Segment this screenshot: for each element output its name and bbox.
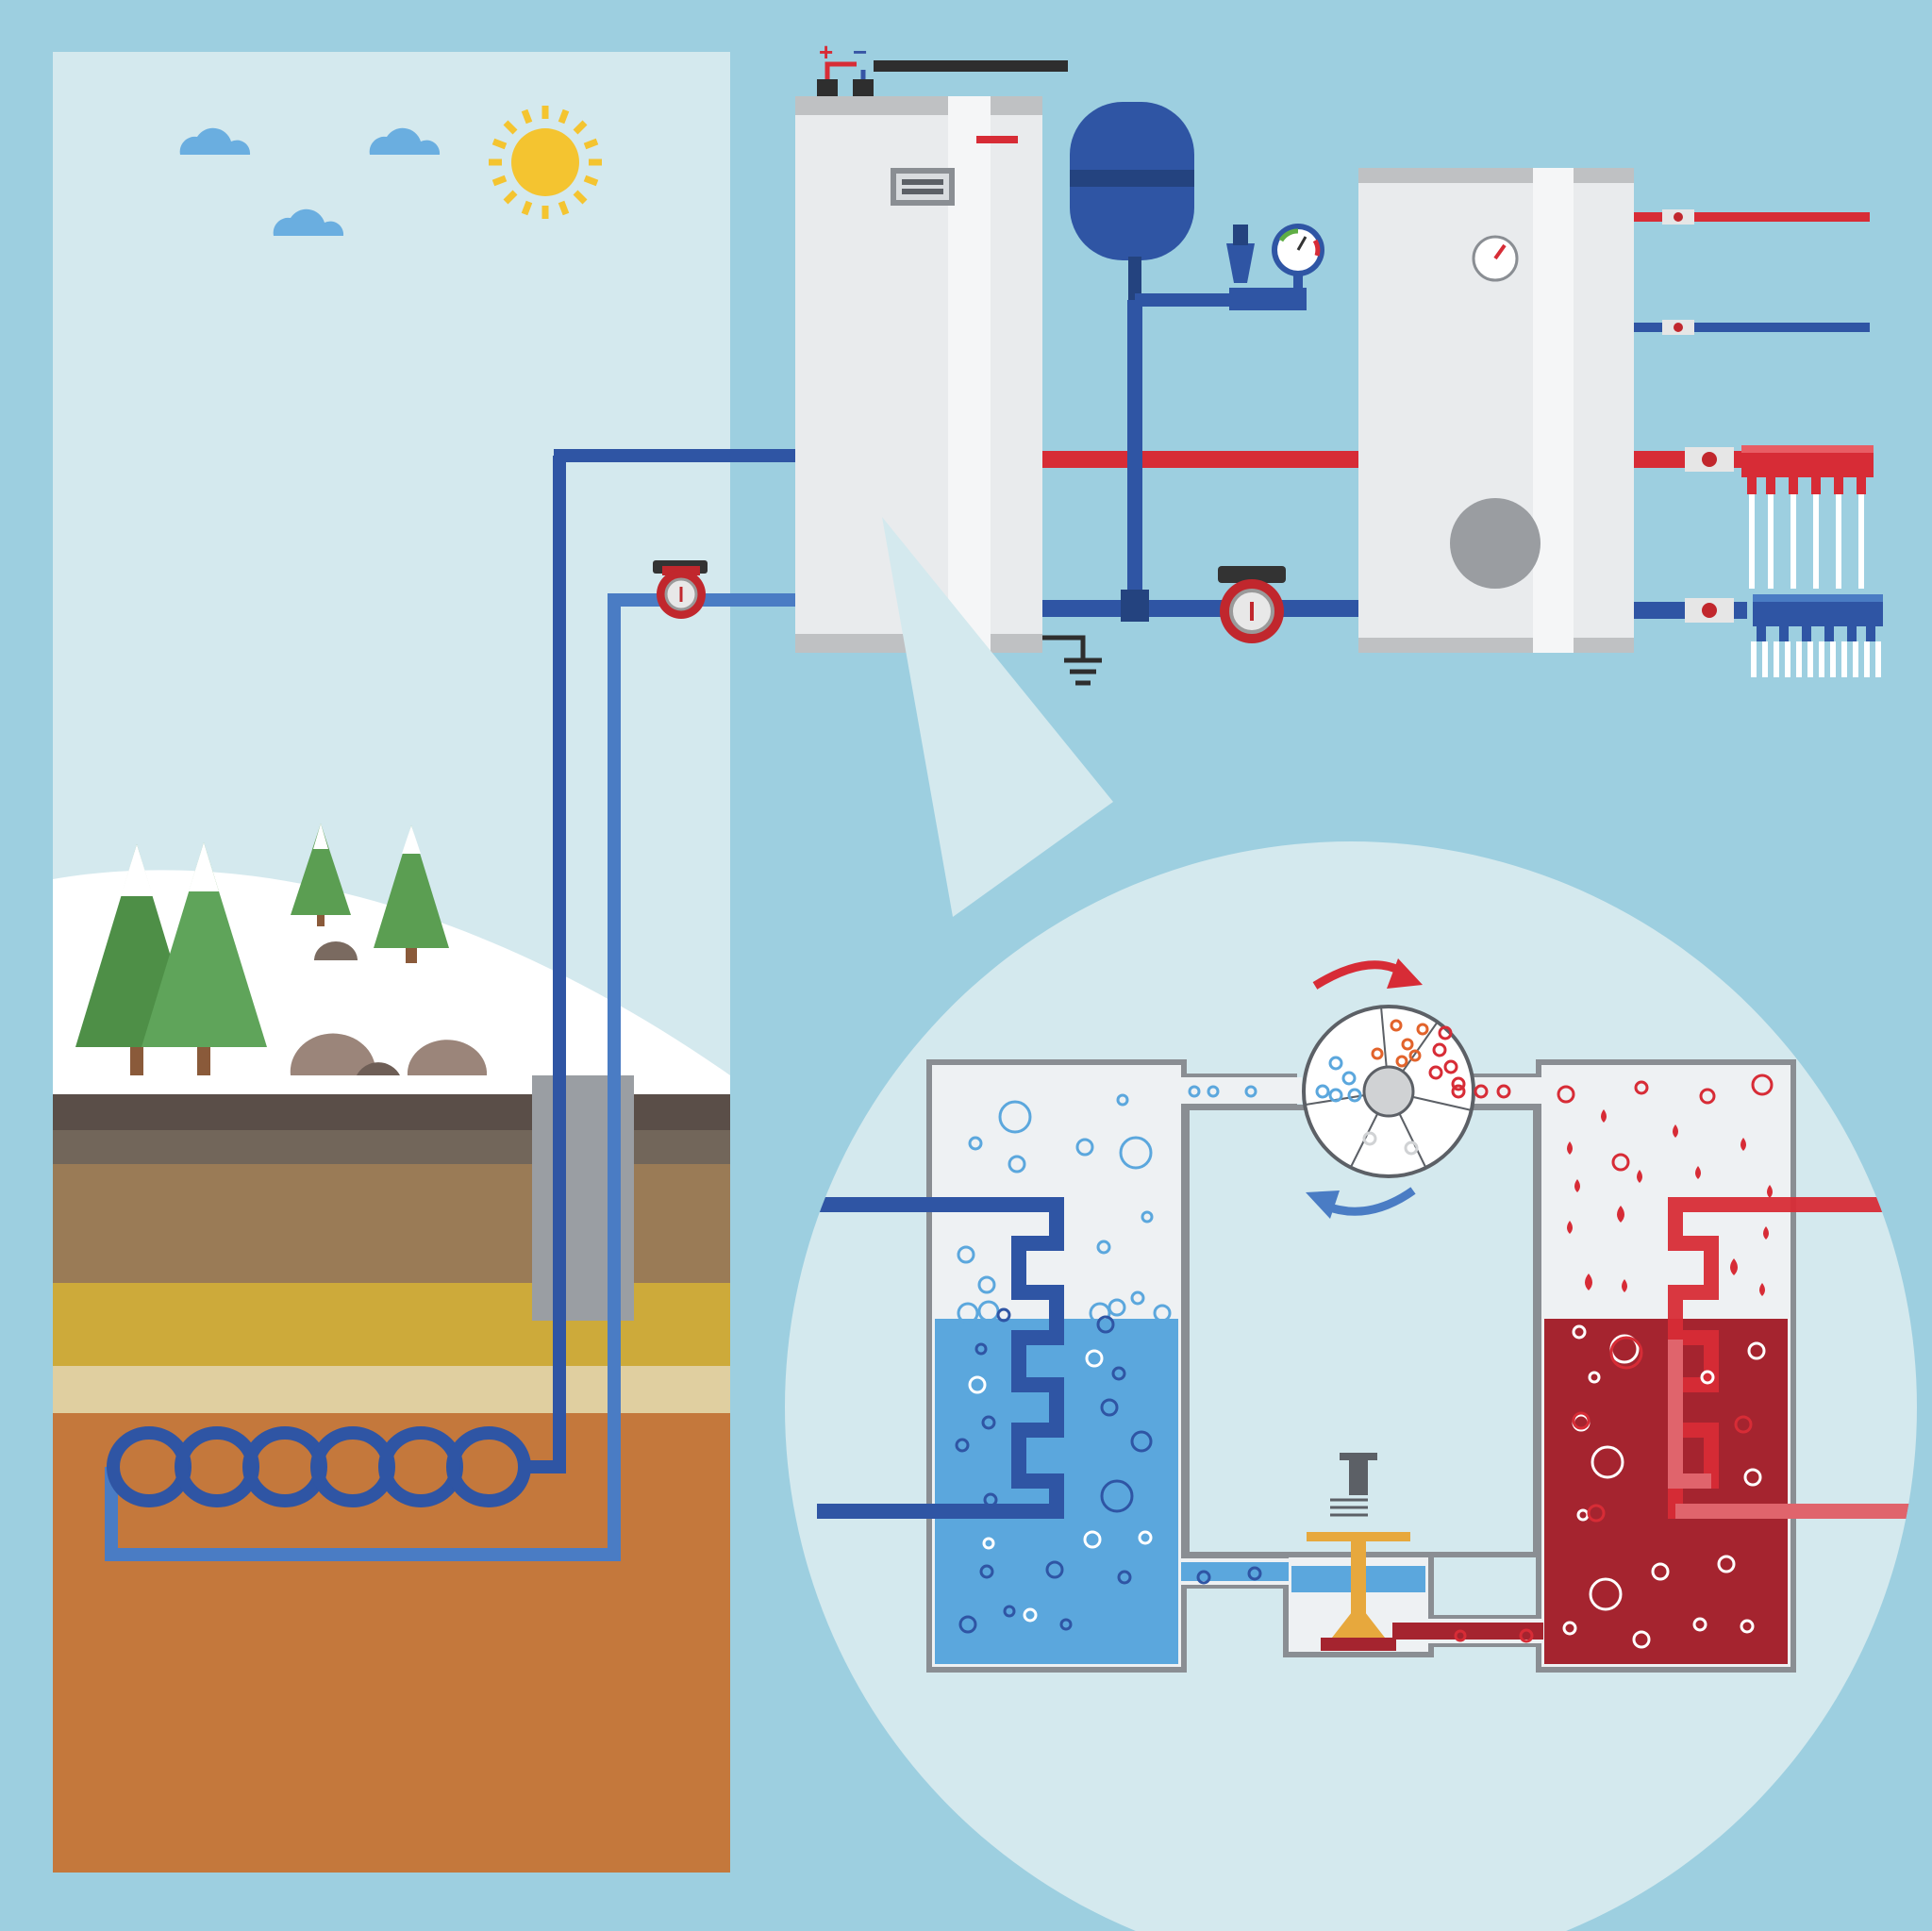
bubble-icon: [1451, 1074, 1774, 1643]
hot-liquid: [1544, 1319, 1788, 1664]
soil-layer-fine-sand: [53, 1366, 730, 1413]
safety-group: [1226, 225, 1307, 310]
power-terminals: + −: [817, 38, 1068, 96]
valve-icon: [1662, 209, 1694, 225]
control-display: [891, 168, 955, 206]
manifold-icon: [1751, 594, 1883, 677]
sun-icon: [489, 106, 602, 219]
inspection-port: [1450, 498, 1541, 589]
expansion-valve-icon: [1291, 1453, 1425, 1651]
hot-liquid-passage: [1392, 1623, 1543, 1640]
refrigerant-cycle-diagram: [797, 958, 1917, 1673]
valve-icon: [1662, 320, 1694, 335]
bubble-icon: [955, 1307, 1262, 1634]
circulation-pump-icon: [653, 560, 708, 619]
bubble-icon: [968, 1349, 1153, 1623]
heating-circuit: [1042, 293, 1358, 617]
rock-icon: [290, 1033, 487, 1075]
brine-lines: [554, 449, 797, 607]
droplet-icon: [1567, 1109, 1773, 1296]
valve-icon: [1685, 447, 1734, 472]
bubble-icon: [1572, 1336, 1753, 1523]
ground-loop-pipe: [105, 456, 621, 1561]
cloud-icon: [369, 127, 441, 155]
power-minus-label: −: [853, 38, 867, 66]
cloud-icon: [179, 127, 251, 155]
power-plus-label: +: [819, 38, 833, 66]
evaporator-coil: [797, 1197, 1064, 1519]
circulation-pump-icon: [1218, 566, 1286, 643]
tee-fitting: [1121, 590, 1149, 622]
bubble-icon: [957, 1085, 1257, 1324]
ground-loop-panel: [53, 52, 730, 1873]
pressure-gauge-icon: [1272, 224, 1324, 291]
valve-icon: [1685, 598, 1734, 623]
rock-icon: [314, 941, 358, 960]
condenser-coil: [1668, 1197, 1917, 1519]
tree-icon: [291, 824, 351, 926]
rotation-arrow-icon: [1306, 1187, 1416, 1219]
ground-symbol-icon: [1042, 635, 1102, 686]
cloud-icon: [273, 208, 344, 236]
tree-icon: [374, 825, 449, 963]
heat-pump-unit: [795, 96, 1042, 653]
manifold-icon: [1741, 445, 1874, 589]
expansion-tank: [1070, 102, 1194, 313]
thermometer-icon: [1472, 235, 1519, 282]
compressor-icon: [1302, 1005, 1475, 1178]
tree-icon: [142, 842, 267, 1075]
unit-status-light: [976, 136, 1018, 143]
buffer-tank: [1358, 168, 1634, 653]
rotation-arrow-icon: [1312, 958, 1423, 990]
